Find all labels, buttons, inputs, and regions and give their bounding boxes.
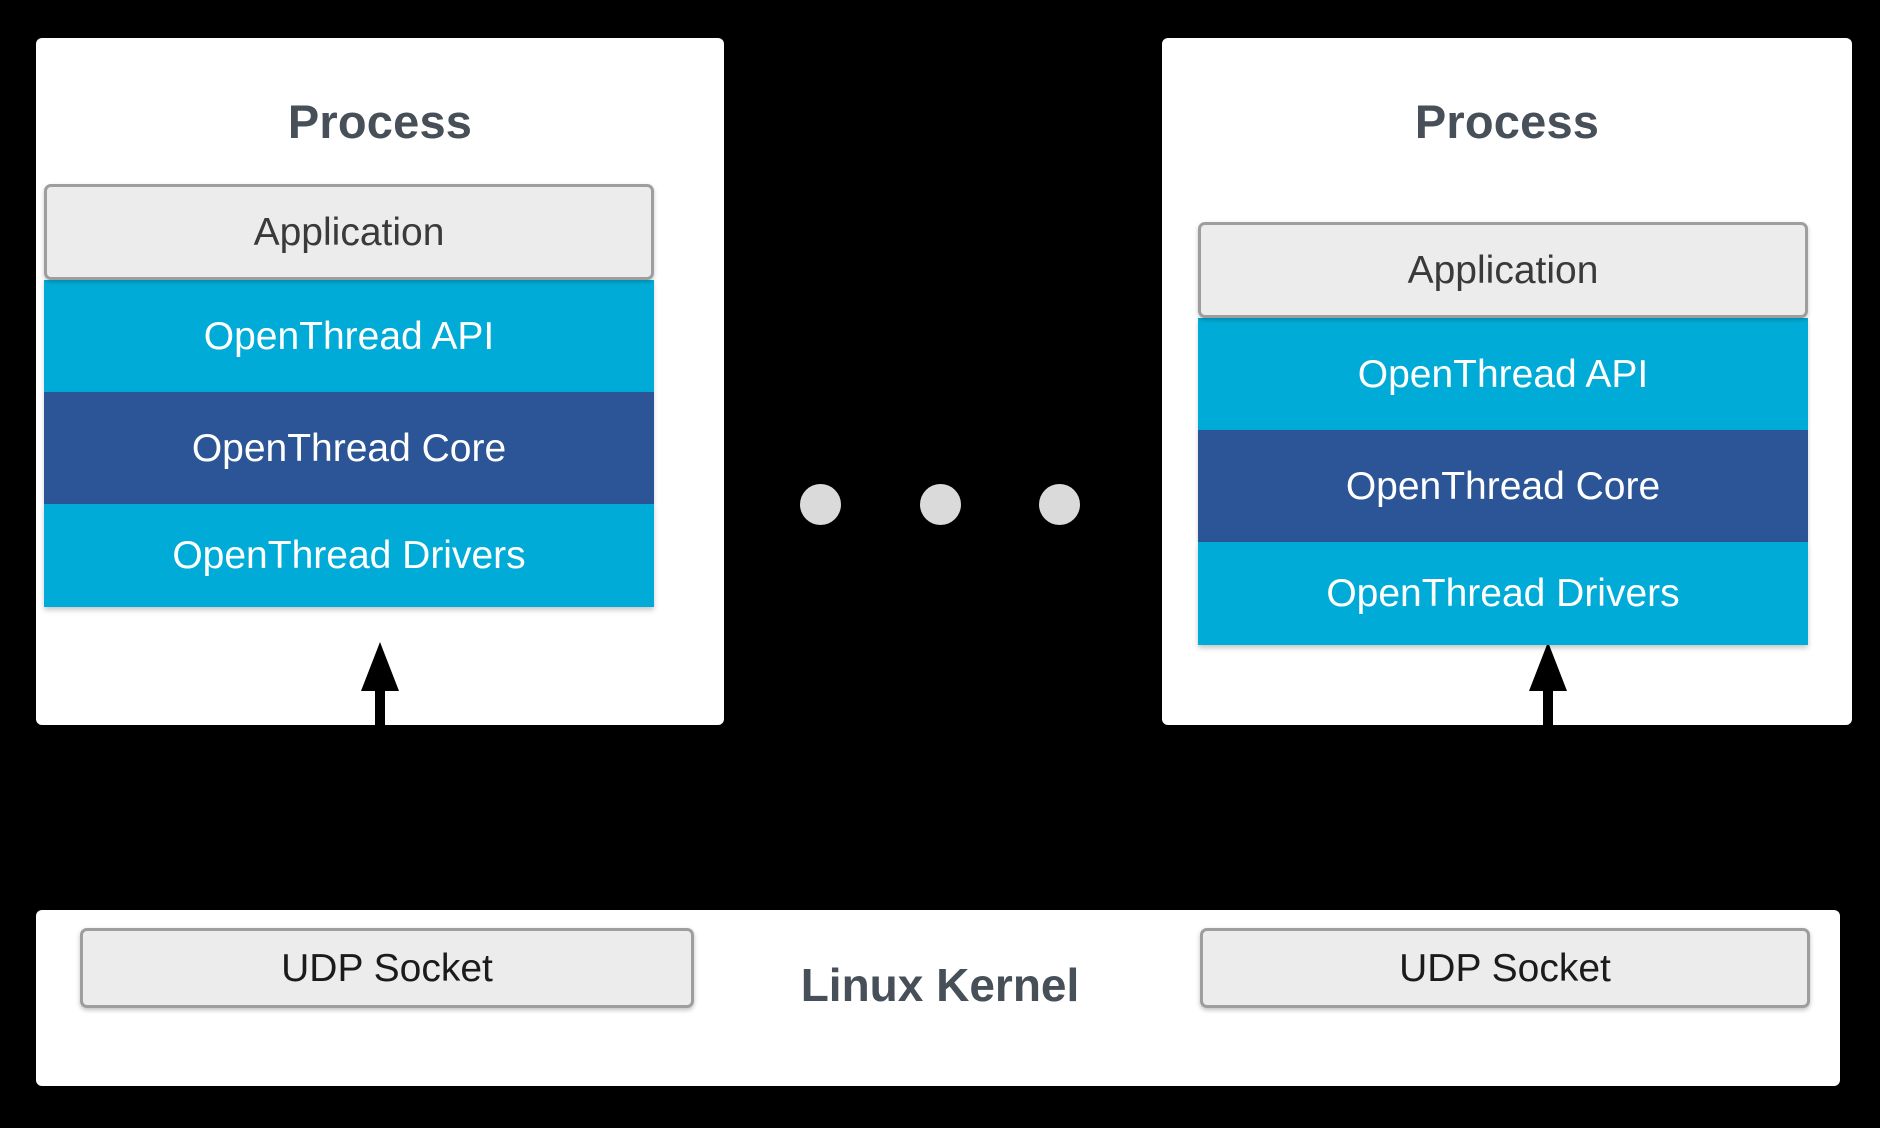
process-box-right: Process Application OpenThread API OpenT…	[1162, 38, 1852, 725]
ellipsis-dot	[800, 484, 841, 525]
layer-openthread-drivers-left: OpenThread Drivers	[44, 504, 654, 607]
ellipsis-dot	[1039, 484, 1080, 525]
process-title-right: Process	[1414, 95, 1600, 148]
ellipsis-dot	[920, 484, 961, 525]
layer-openthread-drivers-right: OpenThread Drivers	[1198, 542, 1808, 645]
layer-openthread-api-right: OpenThread API	[1198, 318, 1808, 430]
layer-stack-left: Application OpenThread API OpenThread Co…	[44, 184, 654, 607]
layer-application-right: Application	[1198, 222, 1808, 318]
linux-kernel-title: Linux Kernel	[800, 959, 1080, 1011]
udp-socket-right: UDP Socket	[1200, 928, 1810, 1008]
process-title-left: Process	[287, 95, 473, 148]
up-arrow-icon-right	[1526, 642, 1570, 754]
udp-socket-left: UDP Socket	[80, 928, 694, 1008]
layer-openthread-core-left: OpenThread Core	[44, 392, 654, 504]
horizontal-ellipsis-icon	[800, 484, 1080, 526]
layer-openthread-core-right: OpenThread Core	[1198, 430, 1808, 542]
layer-stack-right: Application OpenThread API OpenThread Co…	[1198, 222, 1808, 645]
up-arrow-icon-left	[358, 642, 402, 754]
layer-application-left: Application	[44, 184, 654, 280]
layer-openthread-api-left: OpenThread API	[44, 280, 654, 392]
